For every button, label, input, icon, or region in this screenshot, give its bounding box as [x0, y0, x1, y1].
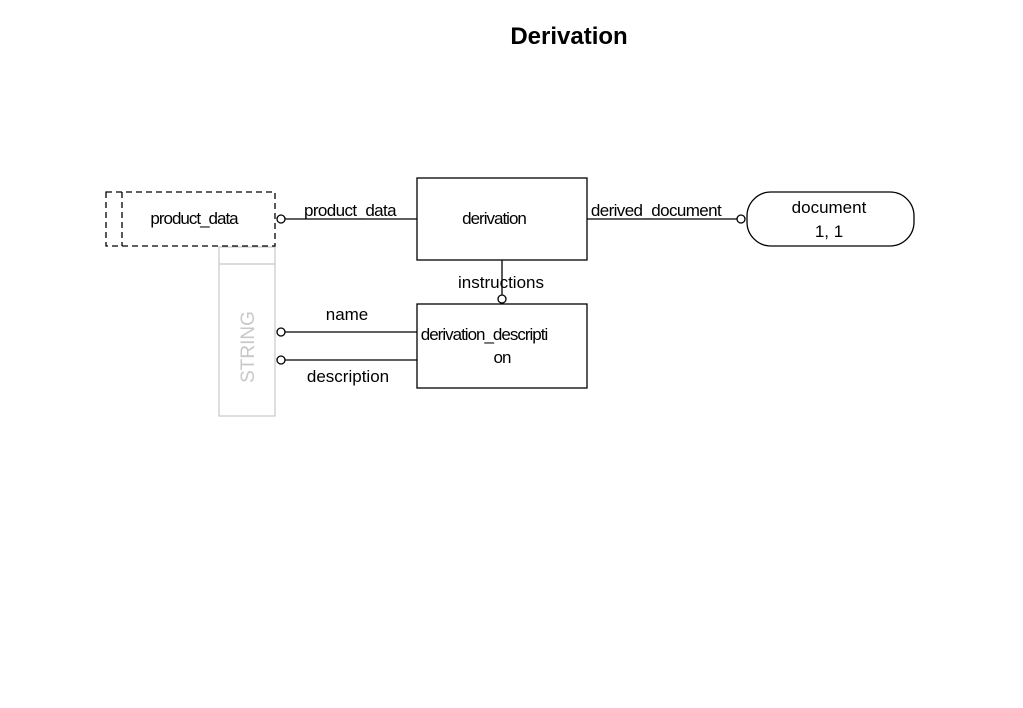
- relation-name[interactable]: name: [276, 305, 417, 337]
- relation-product-data-label: product_data: [304, 201, 397, 220]
- page-title: Derivation: [510, 23, 627, 50]
- relation-name-label: name: [326, 305, 369, 324]
- derivation-description-entity[interactable]: derivation_descripti on: [416, 303, 588, 389]
- document-entity-label: document: [792, 198, 867, 217]
- relation-product-data-end-circle: [276, 214, 286, 224]
- relation-product-data[interactable]: product_data: [276, 201, 417, 224]
- string-type-box[interactable]: STRING: [218, 246, 276, 417]
- product-data-entity-label: product_data: [150, 209, 239, 228]
- relation-derived-document-label: derived_document: [591, 201, 722, 220]
- string-type-label: STRING: [238, 311, 259, 383]
- relation-description[interactable]: description: [276, 355, 417, 386]
- relation-derived-document[interactable]: derived_document: [587, 201, 746, 224]
- relation-instructions-label: instructions: [458, 273, 544, 292]
- relation-description-end-circle: [276, 355, 286, 365]
- relation-name-end-circle: [276, 327, 286, 337]
- relation-instructions-end-circle: [497, 294, 507, 304]
- relation-derived-document-end-circle: [736, 214, 746, 224]
- derivation-description-label-line1: derivation_descripti: [421, 325, 548, 344]
- relation-instructions[interactable]: instructions: [458, 260, 544, 304]
- relation-description-label: description: [307, 367, 389, 386]
- derivation-description-label-line2: on: [494, 348, 511, 367]
- product-data-entity[interactable]: product_data: [105, 191, 276, 247]
- document-entity[interactable]: document 1, 1: [746, 191, 915, 247]
- derivation-entity[interactable]: derivation: [416, 177, 588, 261]
- document-cardinality: 1, 1: [815, 222, 843, 241]
- derivation-entity-label: derivation: [462, 209, 526, 228]
